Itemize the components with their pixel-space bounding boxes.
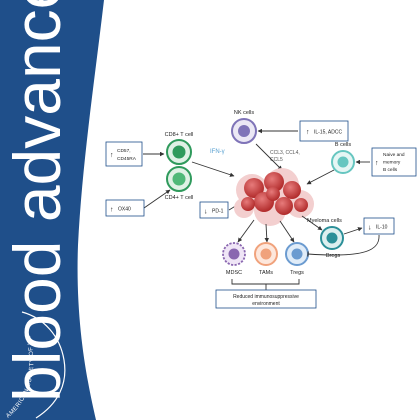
nk-cell-icon: [231, 118, 257, 144]
tregs-icon: [285, 242, 309, 266]
b-cell-to-myeloma-arrow: [306, 169, 335, 185]
bregs-icon: [320, 226, 344, 250]
ifn-label: IFN-γ: [210, 149, 225, 155]
suppressor-bracket: [231, 279, 300, 285]
il15-box: ↑ IL-15, ADCC: [299, 120, 349, 142]
myeloma-to-tregs-arrow: [279, 220, 295, 243]
ox40-arrow: [143, 189, 171, 209]
up-arrow-icon: ↑: [110, 207, 114, 214]
il10-text: IL-10: [376, 225, 388, 231]
il10-inhibition-arrow: [307, 234, 380, 257]
reduced-environment-box: Reduced immunosuppressive environment: [215, 289, 317, 309]
ox40-text: OX40: [118, 207, 131, 213]
reduced-line-2: environment: [252, 301, 280, 307]
naive-memory-box: ↑ Naive and memory B cells: [371, 147, 417, 177]
myeloma-label: Myeloma cells: [307, 218, 342, 224]
cd4-label: CD4+ T cell: [165, 195, 194, 201]
b-cell-icon: [331, 150, 355, 174]
cd4-t-cell-icon: [166, 166, 192, 192]
bregs-label: Bregs: [326, 253, 341, 259]
cd8-t-cell-icon: [166, 139, 192, 165]
nk-to-myeloma-arrow: [255, 143, 283, 171]
seal-outline: [21, 311, 66, 419]
tams-label: TAMs: [259, 270, 273, 276]
naive-line-2: memory: [383, 160, 401, 166]
naive-line-3: B cells: [383, 167, 398, 173]
down-arrow-icon: ↓: [368, 225, 372, 232]
ox40-box: ↑ OX40: [105, 199, 145, 217]
chemokine-line-2: CCL5: [270, 157, 283, 163]
reduced-line-1: Reduced immunosuppressive: [233, 294, 299, 300]
up-arrow-icon: ↑: [306, 129, 310, 136]
myeloma-to-tams-arrow: [264, 223, 270, 243]
tregs-label: Tregs: [290, 270, 304, 276]
chemokine-line-1: CCL3, CCL4,: [270, 150, 300, 156]
myeloma-cluster: [234, 168, 314, 226]
myeloma-to-bregs-arrow: [301, 215, 323, 231]
cd57-line-2: CD45RA: [117, 156, 137, 162]
mdsc-label: MDSC: [226, 270, 242, 276]
naive-line-1: Naive and: [383, 152, 405, 158]
journal-title: blood advances: [0, 0, 74, 402]
figure-diagram: NK cells ↑ IL-15, ADCC CCL3, CCL4, CCL5 …: [105, 110, 417, 309]
pd1-box: ↓ PD-1: [199, 201, 229, 219]
il15-text: IL-15, ADCC: [314, 130, 342, 136]
cd8-label: CD8+ T cell: [165, 132, 194, 138]
nk-cells-label: NK cells: [234, 110, 254, 116]
up-arrow-icon: ↑: [110, 152, 114, 159]
myeloma-to-mdsc-arrow: [237, 219, 255, 243]
bregs-to-il10-arrow: [343, 227, 363, 235]
t-cell-to-myeloma-arrow: [191, 161, 235, 177]
spine-shape: [0, 0, 104, 420]
cd57-box: ↑ CD57, CD45RA: [105, 141, 143, 167]
down-arrow-icon: ↓: [204, 209, 208, 216]
pd1-text: PD-1: [212, 209, 224, 215]
cd57-line-1: CD57,: [117, 148, 131, 154]
il10-box: ↓ IL-10: [363, 217, 395, 235]
tams-icon: [254, 242, 278, 266]
mdsc-icon: [222, 242, 246, 266]
up-arrow-icon: ↑: [375, 160, 379, 167]
b-cells-label: B cells: [335, 142, 351, 148]
